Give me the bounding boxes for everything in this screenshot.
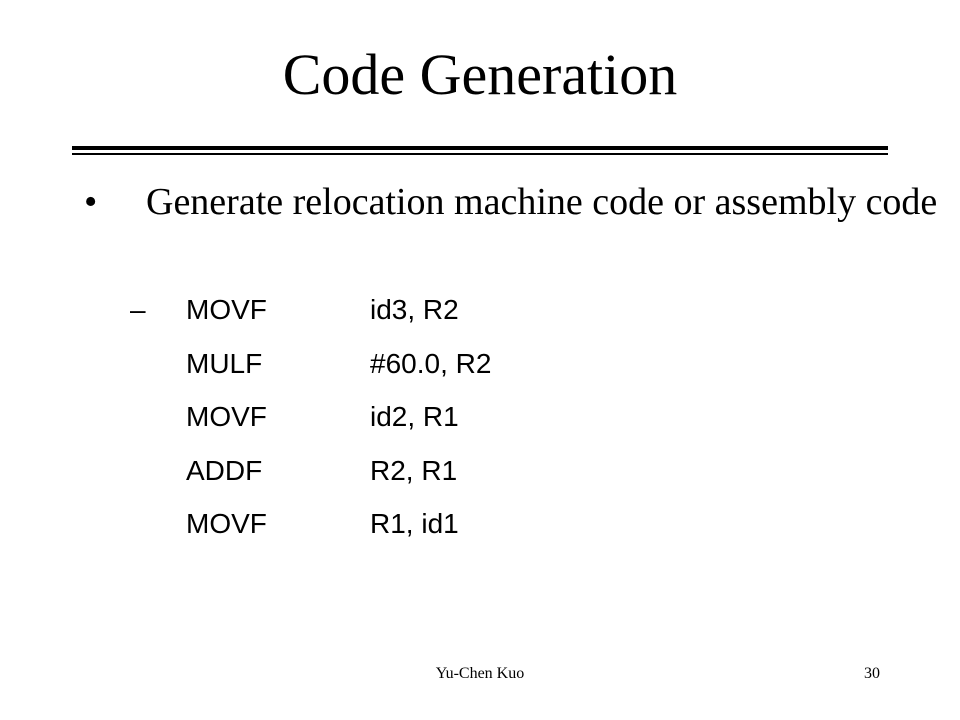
code-line: – MOVF id3, R2 — [0, 290, 700, 330]
page-number: 30 — [864, 665, 880, 682]
bullet-marker: • — [84, 181, 98, 223]
code-opcode: MULF — [186, 348, 263, 379]
code-operands: id3, R2 — [370, 294, 459, 325]
sub-bullet-dash: – — [130, 294, 146, 325]
code-operands: #60.0, R2 — [370, 348, 492, 379]
code-operands: R2, R1 — [370, 455, 458, 486]
bullet-text: Generate relocation machine code or asse… — [146, 181, 938, 223]
code-opcode: MOVF — [186, 294, 267, 325]
code-operands: R1, id1 — [370, 508, 459, 539]
slide-title: Code Generation — [282, 42, 678, 107]
code-opcode: MOVF — [186, 401, 267, 432]
code-opcode: ADDF — [186, 455, 263, 486]
code-line: MULF #60.0, R2 — [0, 344, 700, 384]
code-operands: id2, R1 — [370, 401, 459, 432]
code-line: MOVF R1, id1 — [0, 504, 700, 544]
code-line: ADDF R2, R1 — [0, 451, 700, 491]
title-divider-thin — [72, 153, 888, 155]
title-divider-thick — [72, 146, 888, 150]
footer-author: Yu-Chen Kuo — [435, 665, 525, 682]
code-line: MOVF id2, R1 — [0, 397, 700, 437]
code-opcode: MOVF — [186, 508, 267, 539]
